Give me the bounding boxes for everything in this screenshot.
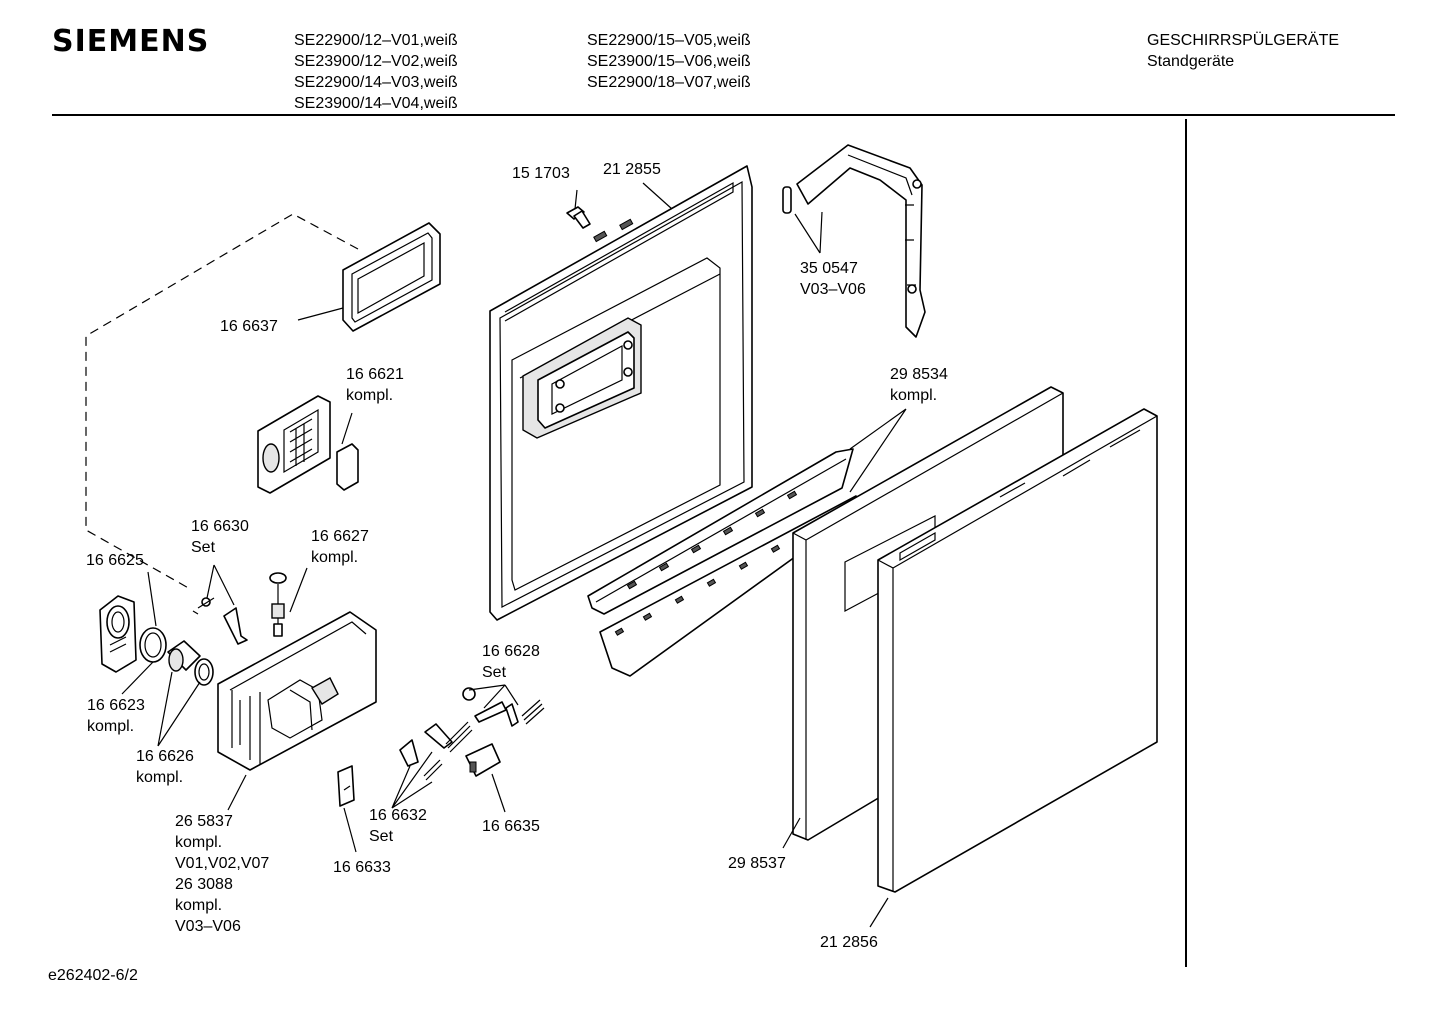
- model-entry: SE23900/14–V04,weiß: [294, 95, 458, 112]
- part-166632-set: [399, 721, 473, 781]
- part-265837-dispenser: [217, 611, 377, 771]
- brand-logo: SIEMENS: [52, 24, 210, 59]
- callout-212856: 21 2856: [820, 934, 878, 951]
- model-entry: SE23900/15–V06,weiß: [587, 53, 751, 70]
- callout-166626: 16 6626 kompl.: [136, 748, 198, 786]
- callout-350547: 35 0547 V03–V06: [800, 260, 866, 298]
- callout-166625: 16 6625: [86, 552, 144, 569]
- callout-298537: 29 8537: [728, 855, 786, 872]
- callout-166630: 16 6630 Set: [191, 518, 253, 556]
- part-166621-filter: [257, 395, 359, 494]
- part-212855-inner-door: [489, 165, 753, 621]
- callout-166623: 16 6623 kompl.: [87, 697, 149, 735]
- callout-166621: 16 6621 kompl.: [346, 366, 408, 404]
- callout-265837: 26 5837 kompl. V01,V02,V07 26 3088 kompl…: [175, 813, 274, 935]
- part-166623-ring: [139, 627, 167, 663]
- model-entry: SE22900/15–V05,weiß: [587, 32, 751, 49]
- category-subtitle: Standgeräte: [1147, 53, 1235, 70]
- callout-212855: 21 2855: [603, 161, 661, 178]
- category-block: GESCHIRRSPÜLGERÄTE Standgeräte: [1147, 30, 1339, 72]
- part-166626-nozzle: [167, 640, 214, 686]
- part-212856-front: [877, 408, 1158, 893]
- part-166627-screw: [269, 572, 287, 637]
- model-entry: SE22900/14–V03,weiß: [294, 74, 458, 91]
- callout-166635: 16 6635: [482, 818, 540, 835]
- callout-166633: 16 6633: [333, 859, 391, 876]
- assembly-dashed-line: [85, 213, 359, 591]
- side-divider: [1185, 119, 1187, 967]
- callout-166637: 16 6637: [220, 318, 278, 335]
- part-151703-screw: [566, 206, 591, 229]
- part-166635-switch: [465, 743, 501, 777]
- header-divider: [52, 114, 1395, 116]
- callout-166627: 16 6627 kompl.: [311, 528, 373, 566]
- model-list-1: SE22900/12–V01,weiß SE23900/12–V02,weiß …: [294, 30, 458, 114]
- model-entry: SE22900/18–V07,weiß: [587, 74, 751, 91]
- callout-166632: 16 6632 Set: [369, 807, 431, 845]
- category-title: GESCHIRRSPÜLGERÄTE: [1147, 32, 1340, 49]
- drawing-code: e262402-6/2: [48, 967, 138, 984]
- callout-166628: 16 6628 Set: [482, 643, 544, 681]
- model-list-2: SE22900/15–V05,weiß SE23900/15–V06,weiß …: [587, 30, 751, 93]
- leader-lines: [121, 182, 907, 928]
- callout-298534: 29 8534 kompl.: [890, 366, 952, 404]
- part-166637-frame: [342, 222, 441, 332]
- part-166630-set: [192, 597, 248, 645]
- part-166633-clip: [337, 765, 355, 807]
- model-entry: SE22900/12–V01,weiß: [294, 32, 458, 49]
- callout-151703: 15 1703: [512, 165, 570, 182]
- part-166628-set: [462, 687, 545, 727]
- part-166625-cap: [99, 595, 137, 673]
- model-entry: SE23900/12–V02,weiß: [294, 53, 458, 70]
- part-350547-bracket: [782, 144, 926, 338]
